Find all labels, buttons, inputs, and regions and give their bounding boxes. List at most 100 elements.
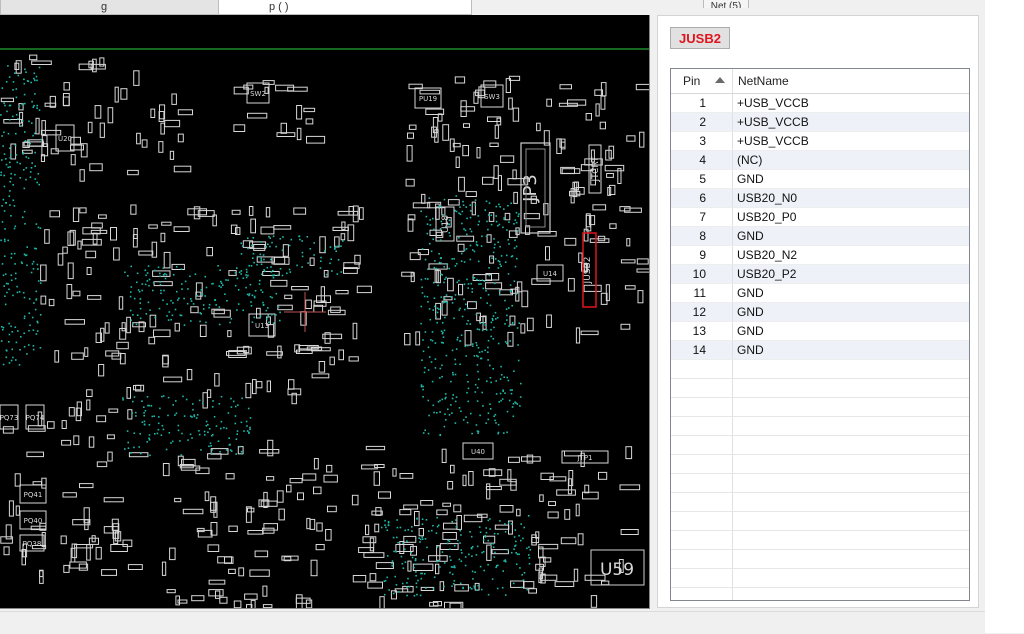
pad-dot [286,272,288,275]
pad-dot [6,291,8,294]
pad-dot [503,432,505,434]
pad-dot [35,299,37,301]
tab-parts[interactable]: p ( ) [218,0,472,15]
component-outline [294,344,301,353]
pad-dot [453,565,456,567]
pad-dot [0,171,3,174]
component-outline [282,244,289,257]
pad-dot [271,313,273,316]
pad-dot [212,400,214,402]
pad-dot [481,350,483,353]
component-outline [245,382,252,399]
table-row[interactable]: 3+USB_VCCB [671,132,969,151]
pad-dot [443,281,445,284]
pad-dot [415,571,417,573]
pad-dot [220,286,222,289]
component-outline [177,599,188,604]
pad-dot [420,577,423,580]
pad-dot [246,271,248,273]
pad-dot [435,532,438,534]
pad-dot [11,348,13,351]
pad-dot [464,345,467,348]
pad-dot [207,423,209,426]
pad-dot [133,396,136,398]
pad-dot [8,119,11,121]
component-outline [87,121,93,134]
pad-dot [301,240,303,242]
component-name-button[interactable]: JUSB2 [670,27,730,49]
pad-dot [406,586,408,588]
pad-dot [521,586,523,589]
component-outline [86,544,91,561]
component-outline [486,544,492,561]
pad-dot [211,449,213,451]
pad-dot [35,75,38,78]
pad-dot [171,314,174,317]
pad-dot [471,432,473,435]
pad-dot [442,331,444,334]
pad-dot [463,249,466,251]
tab-layout[interactable]: g [0,0,219,15]
pad-dot [495,393,498,395]
pad-dot [141,289,143,292]
component-outline [160,122,165,135]
component-outline [259,449,280,454]
pad-dot [36,263,39,266]
pad-dot [474,391,477,393]
table-row[interactable]: 4(NC) [671,151,969,170]
pad-dot [448,540,451,543]
pad-dot [414,558,417,560]
pad-dot [461,552,463,554]
table-row[interactable]: 1+USB_VCCB [671,94,969,113]
table-row[interactable]: 2+USB_VCCB [671,113,969,132]
column-header-pin[interactable]: Pin [671,69,733,93]
component-outline [567,278,575,292]
pad-dot [330,258,332,260]
pad-dot [135,323,138,326]
cell-netname: (NC) [737,153,763,167]
column-header-netname[interactable]: NetName [738,74,789,88]
pad-dot [518,322,520,324]
pad-dot [15,341,18,344]
pad-dot [148,439,151,441]
empty-cell [671,455,733,473]
pad-dot [272,274,274,277]
pad-dot [467,381,469,383]
pad-dot [464,556,467,558]
pad-dot [467,387,470,390]
component-outline [508,75,521,81]
pad-dot [34,79,36,82]
pad-dot [508,399,511,402]
pad-dot [139,302,141,304]
pad-dot [270,271,273,273]
pad-dot [440,307,443,310]
pad-dot [459,582,462,585]
pad-dot [411,530,413,532]
component-outline [594,89,603,96]
pad-dot [340,271,343,273]
component-outline [567,99,587,106]
empty-row [671,512,969,531]
component-outline [84,347,89,357]
pad-dot [421,523,424,525]
pad-dot [517,344,519,346]
labelled-component-outline [248,313,276,337]
pad-dot [1,87,4,89]
pad-dot [24,254,27,257]
pad-dot [450,559,452,561]
component-outline [122,539,133,547]
component-outline [295,597,311,604]
